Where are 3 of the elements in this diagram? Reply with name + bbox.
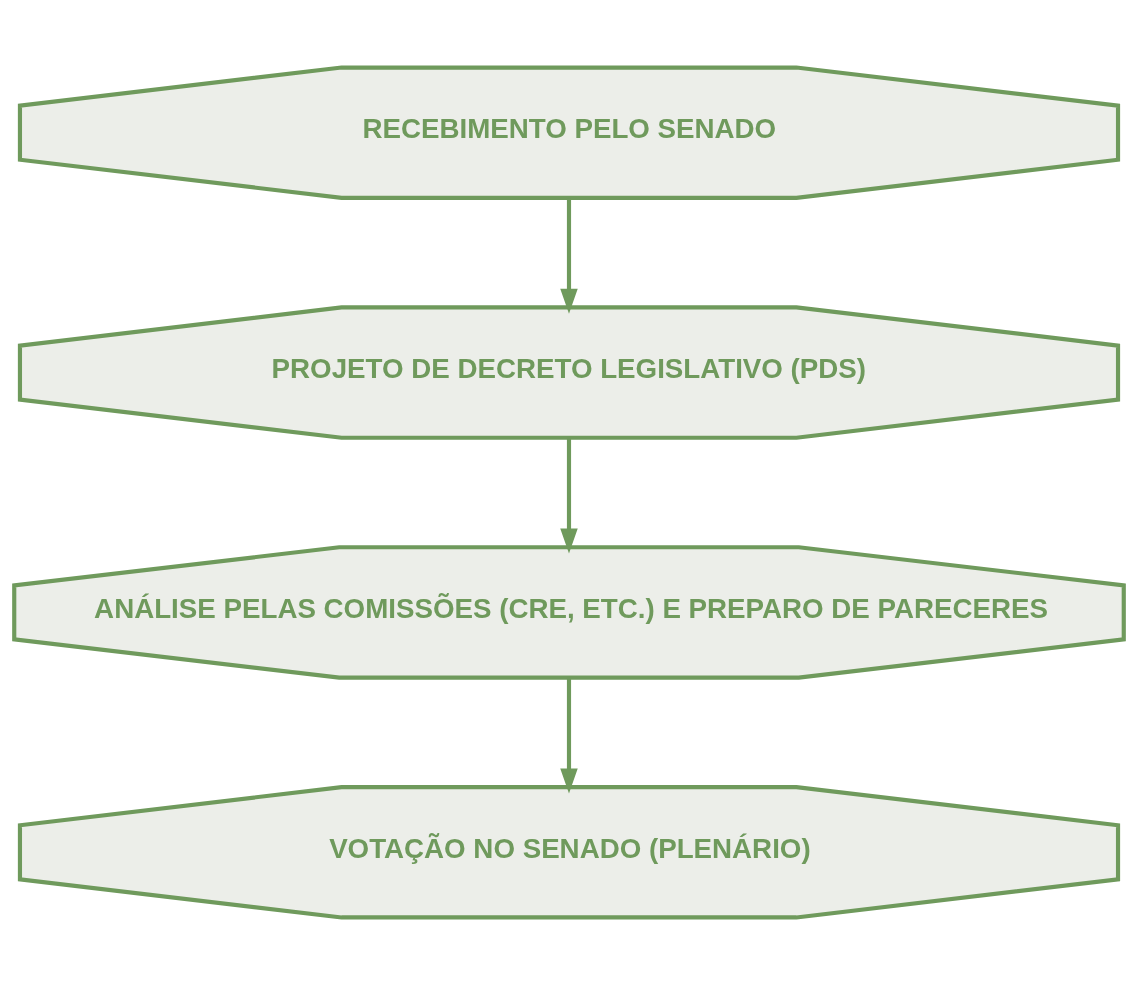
arrow [560, 198, 578, 314]
arrow [560, 438, 578, 554]
arrow [560, 678, 578, 794]
